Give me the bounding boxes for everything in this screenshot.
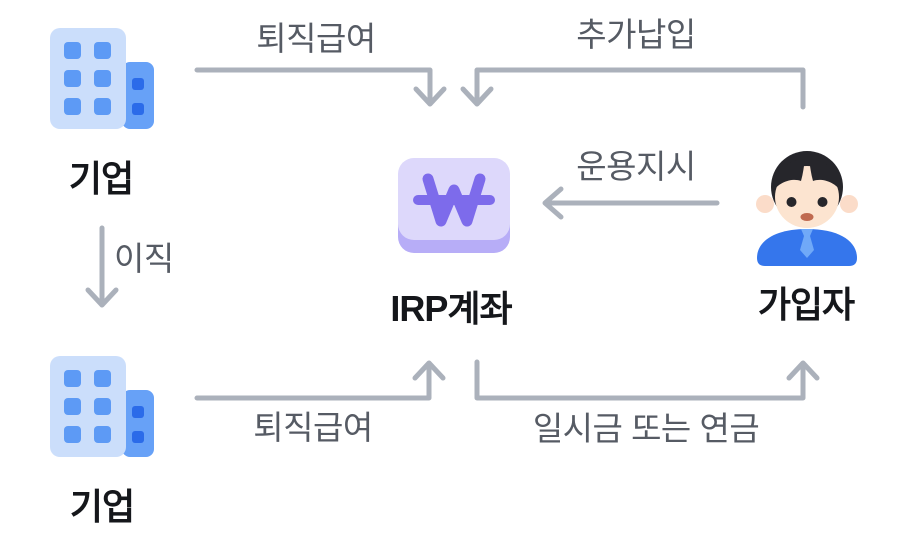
won-badge-icon — [398, 158, 510, 253]
lump-sum-or-pension-edge-label: 일시금 또는 연금 — [532, 410, 760, 447]
job-change-edge-label: 이직 — [114, 240, 174, 277]
building-icon — [50, 356, 154, 457]
company-top-label: 기업 — [68, 158, 134, 199]
management-instruction-arrow — [542, 186, 720, 220]
severance-bottom-arrow — [194, 360, 446, 401]
building-icon — [50, 28, 154, 129]
severance-top-arrow — [194, 67, 447, 107]
additional-payment-arrow — [460, 67, 806, 110]
irp-account-label: IRP계좌 — [390, 288, 512, 329]
company-bottom-label: 기업 — [69, 486, 135, 527]
severance-bottom-edge-label: 퇴직급여 — [253, 409, 373, 446]
lump-sum-or-pension-arrow — [474, 359, 820, 401]
person-icon — [756, 151, 858, 266]
subscriber-label: 가입자 — [757, 284, 855, 325]
severance-top-edge-label: 퇴직급여 — [256, 20, 376, 57]
additional-payment-edge-label: 추가납입 — [576, 16, 696, 53]
management-instruction-edge-label: 운용지시 — [576, 148, 696, 185]
job-change-arrow — [85, 225, 119, 308]
